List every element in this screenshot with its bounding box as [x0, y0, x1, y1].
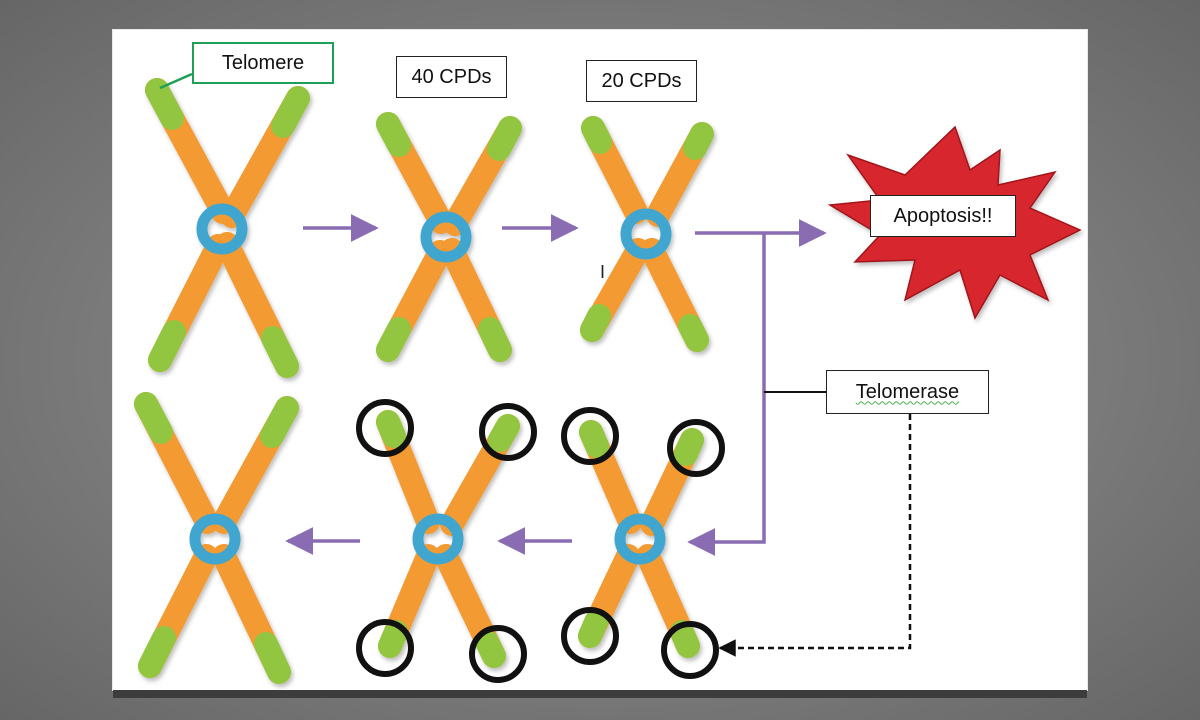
chromosome-long-bottom	[134, 392, 299, 684]
chromosome-telomerase-right	[578, 420, 704, 658]
marker-circle	[561, 407, 619, 465]
marker-circle	[356, 399, 414, 457]
chromosome-telomerase-mid	[376, 410, 520, 668]
apoptosis-label: Apoptosis!!	[870, 195, 1016, 237]
marker-circle	[469, 625, 527, 683]
marker-circle	[561, 607, 619, 665]
cpd40-label: 40 CPDs	[396, 56, 507, 98]
branch-to-telomerase	[687, 233, 766, 556]
stray-mark: I	[600, 262, 606, 282]
cpd20-label: 20 CPDs	[586, 60, 697, 102]
bottom-band	[113, 690, 1087, 698]
telomerase-dashed-arrow	[718, 414, 912, 657]
chromosome-20cpd	[580, 116, 714, 352]
telomere-label: Telomere	[192, 42, 334, 84]
telomerase-markers	[356, 399, 725, 683]
telomerase-label: Telomerase	[826, 370, 989, 414]
telomerase-label-text: Telomerase	[855, 380, 960, 403]
chromosome-long-top	[145, 78, 310, 378]
chromosome-40cpd	[376, 112, 522, 362]
marker-circle	[661, 621, 719, 679]
marker-circle	[356, 619, 414, 677]
telomere-pointer	[159, 72, 193, 90]
marker-circle	[667, 419, 725, 477]
process-arrows	[285, 214, 827, 556]
marker-circle	[479, 403, 537, 461]
